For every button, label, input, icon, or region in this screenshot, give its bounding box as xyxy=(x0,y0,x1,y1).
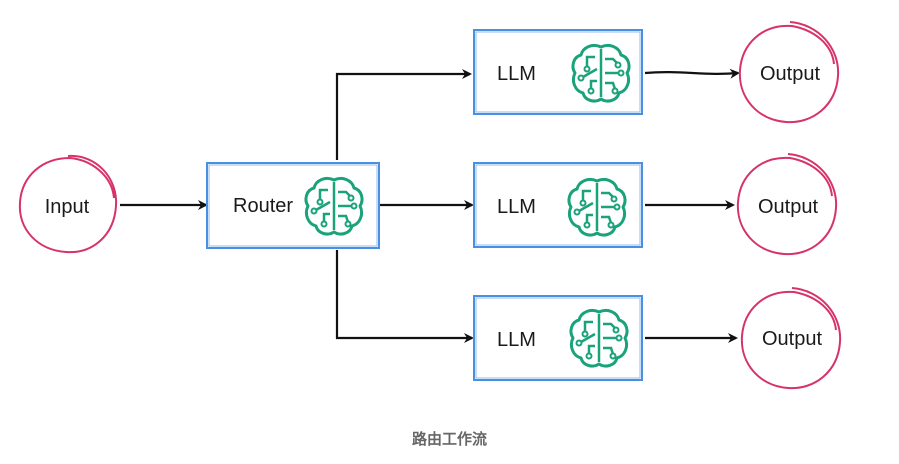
input-node: Input xyxy=(18,154,118,254)
output-label-1: Output xyxy=(760,63,820,85)
llm-node-1: LLM xyxy=(473,29,643,115)
llm-label-3: LLM xyxy=(497,329,536,351)
arrow-llm-to-output-1 xyxy=(644,68,740,79)
llm-label-1: LLM xyxy=(497,63,536,85)
output-node-2: Output xyxy=(736,153,838,256)
diagram-caption: 路由工作流 xyxy=(411,430,487,448)
output-label-3: Output xyxy=(762,328,822,350)
output-node-1: Output xyxy=(738,21,840,124)
input-label: Input xyxy=(45,196,90,218)
llm-node-2: LLM xyxy=(473,162,643,248)
router-label: Router xyxy=(233,195,293,217)
output-label-2: Output xyxy=(758,196,818,218)
arrow-router-to-llm-1 xyxy=(335,69,472,160)
llm-label-2: LLM xyxy=(497,196,536,218)
arrow-router-to-llm-3 xyxy=(335,250,474,343)
output-node-3: Output xyxy=(740,287,842,390)
router-node: Router xyxy=(206,162,380,249)
llm-node-3: LLM xyxy=(473,295,643,381)
